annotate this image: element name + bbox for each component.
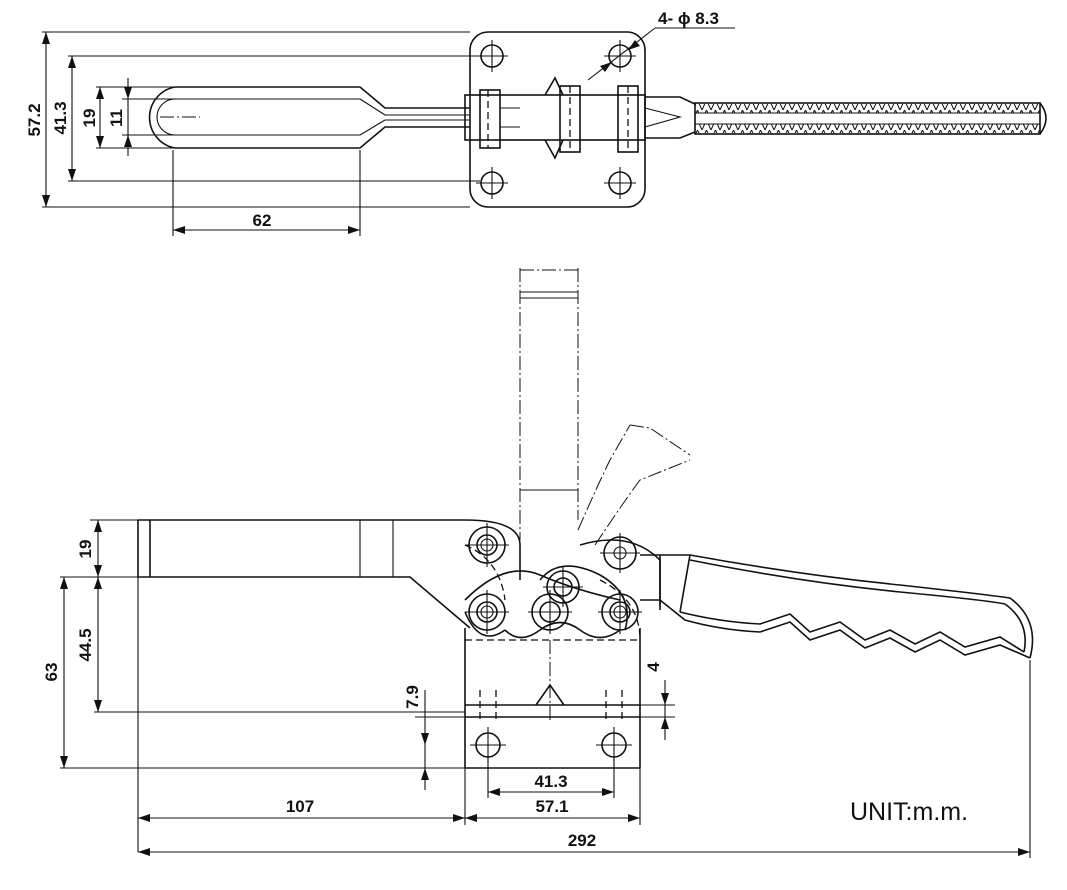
dim-fork-length: 62 (253, 211, 272, 230)
pivot-pin (600, 533, 640, 573)
dim-base-hole-spacing: 41.3 (534, 772, 567, 791)
top-dimension-lines (42, 27, 735, 234)
handle-lever (640, 554, 1034, 659)
dim-reach: 107 (286, 797, 314, 816)
side-extension-lines (60, 519, 1031, 858)
mounting-hole (476, 167, 508, 199)
dim-total-height: 63 (42, 663, 61, 682)
pivot-pin (465, 590, 509, 634)
clamp-arm-fork (148, 86, 470, 149)
dim-total-width: 57.2 (25, 103, 44, 136)
linkage-top (464, 76, 696, 160)
dim-fork-outer: 19 (80, 109, 99, 128)
side-view: 19 44.5 63 7.9 4 41.3 57.1 107 292 (42, 268, 1034, 858)
dim-fork-slot: 11 (107, 109, 126, 127)
hole-callout: 4- ϕ 8.3 (658, 9, 719, 28)
dim-arm-height: 19 (76, 540, 95, 559)
mounting-hole (604, 40, 636, 72)
dim-overall-length: 292 (568, 831, 596, 850)
dim-base-offset: 7.9 (403, 685, 422, 709)
pivot-pin (465, 523, 509, 567)
top-view: 57.2 41.3 19 11 62 4- ϕ 8.3 (25, 9, 1047, 236)
handle-grip-top (694, 102, 1047, 135)
dim-base-thickness: 4 (644, 662, 663, 672)
dim-hole-spacing: 41.3 (51, 101, 70, 134)
unit-label: UNIT:m.m. (850, 798, 968, 826)
side-dimension-lines (60, 520, 1030, 856)
mounting-hole (604, 167, 636, 199)
pivot-pin (543, 567, 583, 607)
pivot-pin (598, 590, 642, 634)
mounting-hole (476, 40, 508, 72)
base-bracket (464, 628, 641, 769)
top-extension-lines (42, 31, 480, 236)
dim-base-width: 57.1 (535, 797, 568, 816)
open-position-phantom (519, 268, 691, 546)
clamp-arm-side (137, 519, 471, 629)
dim-pivot-height: 44.5 (76, 628, 95, 661)
